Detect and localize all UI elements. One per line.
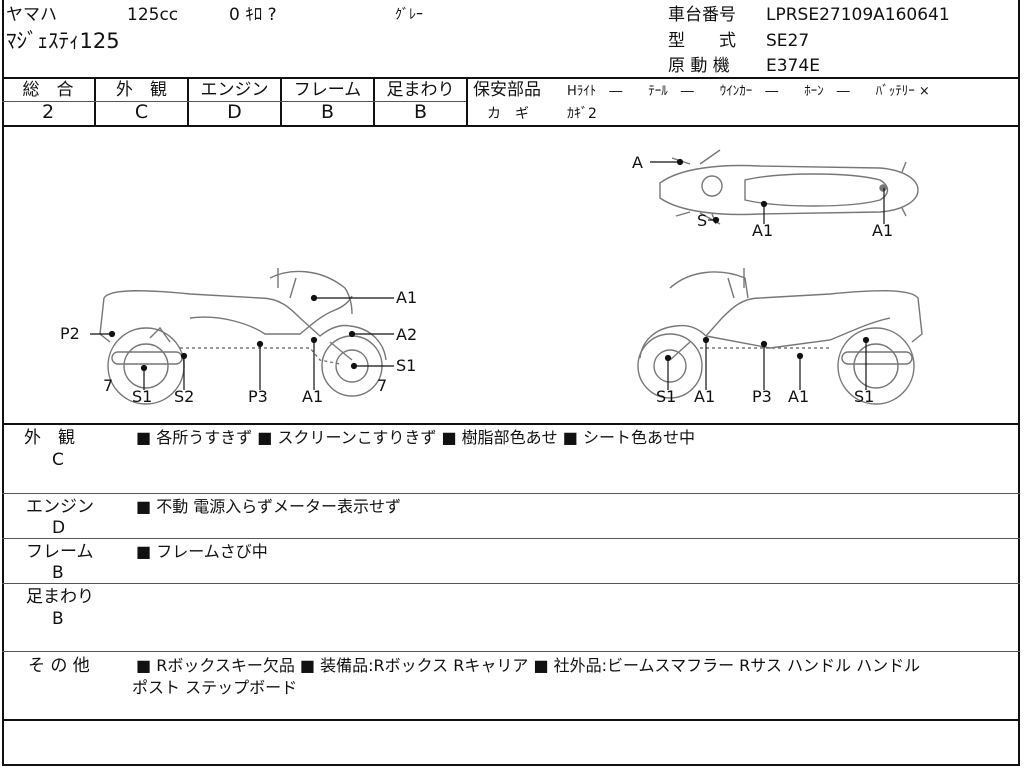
remark-text-other-line2: ポスト ステップボード [132, 678, 298, 697]
remark-grade-suspension: B [52, 609, 64, 629]
maker: ヤマハ [6, 5, 57, 25]
type-label: 型 式 [668, 31, 736, 51]
grade-value-overall: 2 [41, 101, 55, 123]
key-label: カ ギ [487, 106, 529, 122]
divider [2, 77, 1020, 79]
remark-label-frame: フレーム [26, 542, 94, 562]
scooter-drawings [90, 149, 923, 405]
divider [2, 583, 1020, 584]
divider [2, 423, 1020, 425]
displacement: 125cc [127, 5, 179, 25]
remark-text-engine: ■ 不動 電源入らずメーター表示せず [136, 497, 401, 516]
engine-label: 原 動 機 [668, 56, 730, 76]
divider [2, 651, 1020, 652]
top-label-a: A [632, 153, 643, 172]
grade-value-suspension: B [413, 101, 428, 123]
remark-text-frame: ■ フレームさび中 [136, 542, 268, 561]
left-label-s1: S1 [396, 356, 417, 375]
divider [466, 77, 468, 126]
remark-label-exterior: 外 観 [24, 428, 75, 448]
left-bottom-label: P3 [248, 387, 268, 406]
divider [2, 719, 1020, 721]
remark-grade-frame: B [52, 563, 64, 583]
grade-label-engine: エンジン [200, 80, 269, 100]
grade-label-overall: 総 合 [22, 80, 74, 100]
grade-value-frame: B [320, 101, 335, 123]
mileage: 0 ｷﾛ ? [229, 5, 277, 25]
remark-label-other: そ の 他 [28, 656, 90, 676]
remark-grade-exterior: C [52, 450, 64, 470]
remark-text-other: ■ Rボックスキー欠品 ■ 装備品:Rボックス Rキャリア ■ 社外品:ビームス… [136, 656, 921, 675]
top-label-a1-right: A1 [872, 221, 894, 240]
grade-label-frame: フレーム [293, 80, 362, 100]
left-bottom-label: S2 [174, 387, 195, 406]
key-value: ｶｷﾞ2 [567, 106, 597, 122]
left-label-p2: P2 [60, 324, 80, 343]
grade-value-engine: D [227, 101, 242, 123]
right-bottom-label: A1 [694, 387, 716, 406]
grade-value-exterior: C [134, 101, 149, 123]
left-bottom-label: S1 [132, 387, 153, 406]
remark-label-suspension: 足まわり [26, 587, 94, 607]
top-label-a1-left: A1 [752, 221, 774, 240]
model-name: ﾏｼﾞｪｽﾃｨ125 [6, 29, 120, 53]
remark-grade-engine: D [52, 518, 66, 538]
right-bottom-label: A1 [788, 387, 810, 406]
right-bottom-label: S1 [854, 387, 875, 406]
left-label-7b: 7 [377, 376, 388, 395]
left-label-a2: A2 [396, 325, 418, 344]
left-label-7a: 7 [103, 376, 114, 395]
safety-title: 保安部品 [473, 80, 541, 100]
divider [2, 125, 1020, 127]
divider [2, 101, 466, 102]
divider [2, 538, 1020, 539]
grade-label-exterior: 外 観 [116, 80, 167, 100]
damage-diagram: A S A1 A1 A1 A2 S1 P2 7 7 S1 S2 P3 A1 S1… [0, 128, 1024, 424]
top-label-s: S [697, 211, 708, 230]
type-value: SE27 [766, 31, 810, 51]
divider [2, 493, 1020, 494]
remark-label-engine: エンジン [26, 497, 94, 517]
left-bottom-label: A1 [302, 387, 324, 406]
scooter-right-view [637, 268, 923, 405]
color: ｸﾞﾚｰ [395, 7, 423, 23]
engine-value: E374E [766, 56, 820, 76]
grade-label-suspension: 足まわり [386, 80, 455, 100]
remark-text-exterior: ■ 各所うすきず ■ スクリーンこすりきず ■ 樹脂部色あせ ■ シート色あせ中 [136, 428, 695, 447]
left-label-a1: A1 [396, 288, 418, 307]
right-bottom-label: S1 [656, 387, 677, 406]
right-bottom-label: P3 [752, 387, 772, 406]
chassis-label: 車台番号 [668, 5, 736, 25]
safety-items: Hﾗｲﾄ ― ﾃｰﾙ ― ｳｲﾝｶｰ ― ﾎｰﾝ ― ﾊﾞｯﾃﾘｰ × [567, 84, 930, 99]
chassis-value: LPRSE27109A160641 [766, 5, 950, 25]
scooter-left-view [99, 268, 387, 405]
